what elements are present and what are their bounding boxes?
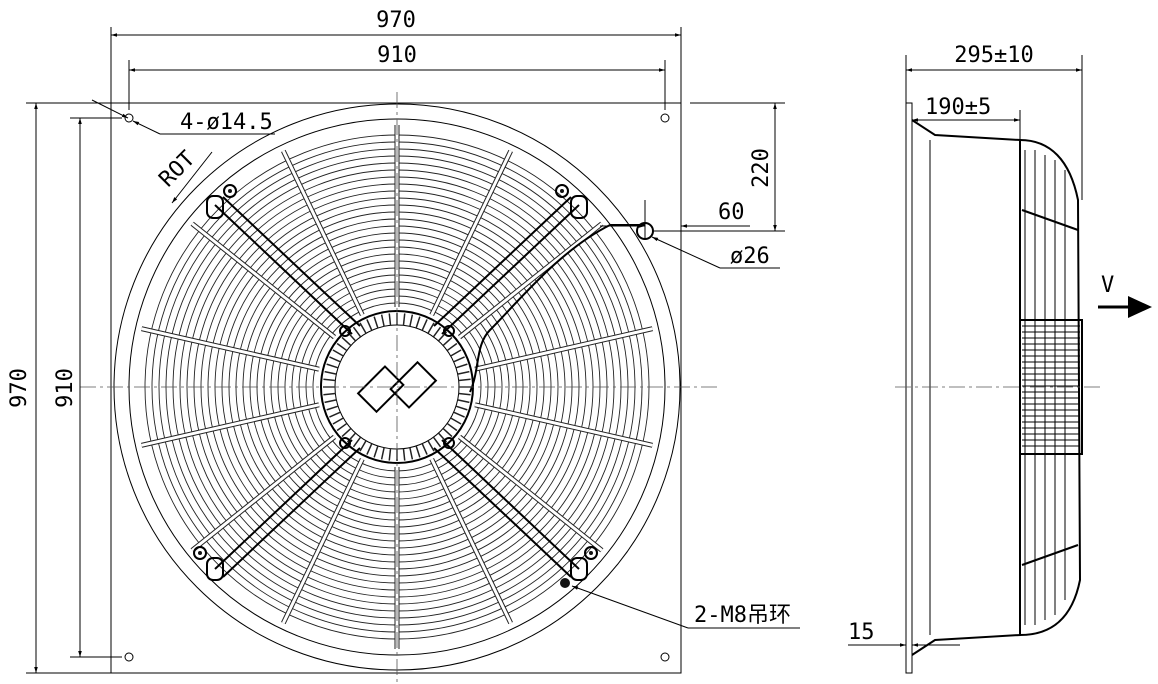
side-motor: [1019, 319, 1083, 455]
hub-fin: [326, 363, 339, 369]
hub-fin: [380, 314, 385, 327]
hub-fin: [326, 405, 339, 411]
hub-fin: [332, 417, 344, 425]
hub-fin: [442, 427, 453, 438]
hub-fin: [455, 405, 468, 411]
hub-fin: [457, 370, 470, 375]
grill-spoke: [281, 458, 364, 624]
airflow-label: V: [1101, 273, 1114, 298]
mounting-plate: [110, 102, 682, 674]
hub-fin: [427, 440, 435, 452]
mount-hole-bottom-left: [124, 652, 134, 662]
grill-spoke: [430, 458, 513, 624]
hub-fin: [458, 378, 471, 382]
dim-cable-horizontal: 60: [718, 200, 745, 225]
side-orifice-frame: [911, 119, 1021, 656]
grill-spoke: [191, 222, 336, 339]
hub-fin: [366, 443, 373, 455]
hub-fin: [421, 443, 428, 455]
hub-fin: [352, 436, 362, 448]
mount-hole-bottom-right: [660, 652, 670, 662]
mount-hole-top-right: [660, 113, 670, 123]
label-lifting-rings: 2-M8吊环: [694, 603, 791, 628]
dim-hole-spacing-width: 910: [377, 43, 417, 68]
hub-fin: [432, 436, 442, 448]
grill-spoke: [458, 435, 603, 552]
hub-fin: [450, 349, 462, 357]
hub-fin: [402, 448, 406, 461]
dim-plate-thickness: 15: [848, 620, 875, 645]
dim-cable-gland: ø26: [730, 244, 770, 269]
grill-spoke: [281, 150, 364, 316]
dim-total-depth: 295±10: [954, 43, 1033, 68]
hub-fin: [402, 313, 406, 326]
hub-fin: [336, 422, 348, 432]
grill-spoke: [430, 150, 513, 316]
dim-mount-holes: 4-ø14.5: [180, 110, 273, 135]
hub-fin: [324, 399, 337, 404]
hub-fin: [329, 411, 341, 418]
dim-overall-height: 970: [7, 368, 32, 408]
dim-frame-depth: 190±5: [925, 95, 991, 120]
dim-overall-width: 970: [376, 8, 416, 33]
guard-bolts: [193, 184, 598, 581]
dim-hole-spacing-height: 910: [53, 368, 78, 408]
hub-fin: [336, 342, 348, 352]
grill-spoke: [458, 222, 603, 339]
hub-fin: [409, 447, 414, 460]
hub-fin: [359, 440, 367, 452]
grill-spoke: [474, 327, 653, 371]
hub-fin: [329, 356, 341, 363]
hub-fin: [458, 392, 471, 396]
hub-fin: [373, 316, 379, 329]
front-view: 970 910 970 910 4-ø14.5 ROT 220: [7, 8, 800, 684]
hub-fin: [380, 447, 385, 460]
hub-fin: [323, 378, 336, 382]
mount-hole-top-left: [124, 113, 134, 123]
hub-fin: [366, 319, 373, 331]
hub-fin: [409, 314, 414, 327]
dim-cable-vertical: 220: [749, 148, 774, 188]
hub-fin: [427, 322, 435, 334]
grill-spoke: [191, 435, 336, 552]
guard-support-arms: [214, 196, 580, 578]
grill-spoke: [474, 403, 653, 447]
hub-fin: [415, 316, 421, 329]
side-plate: [905, 102, 913, 674]
hub-fin: [341, 427, 352, 438]
hub-fin: [432, 326, 442, 338]
hub-fin: [341, 336, 352, 347]
hub-fin: [332, 349, 344, 357]
hub-fin: [457, 399, 470, 404]
hub-fin: [324, 370, 337, 375]
rotation-arrow: [171, 151, 213, 204]
hub-fin: [388, 313, 392, 326]
side-guard: [1019, 139, 1082, 636]
hub-fin: [323, 392, 336, 396]
airflow-arrow-icon: [1098, 296, 1152, 318]
rotation-label: ROT: [155, 146, 201, 192]
grill-spoke: [141, 327, 320, 371]
hub-fin: [450, 417, 462, 425]
hub-fin: [352, 326, 362, 338]
hub-fin: [453, 356, 465, 363]
hub-fin: [455, 363, 468, 369]
hub-fin: [442, 336, 453, 347]
hub-fin: [453, 411, 465, 418]
motor-cable: [469, 224, 645, 393]
hub-fin: [388, 448, 392, 461]
hub-fin: [373, 445, 379, 458]
hub-fin: [415, 445, 421, 458]
grill-spoke: [141, 403, 320, 447]
hub-fin: [359, 322, 367, 334]
hub-fin: [446, 342, 458, 352]
side-view: 295±10 190±5 15 V: [848, 43, 1152, 674]
hub-fin: [421, 319, 428, 331]
lifting-ring: [560, 578, 570, 588]
hub-fin: [446, 422, 458, 432]
